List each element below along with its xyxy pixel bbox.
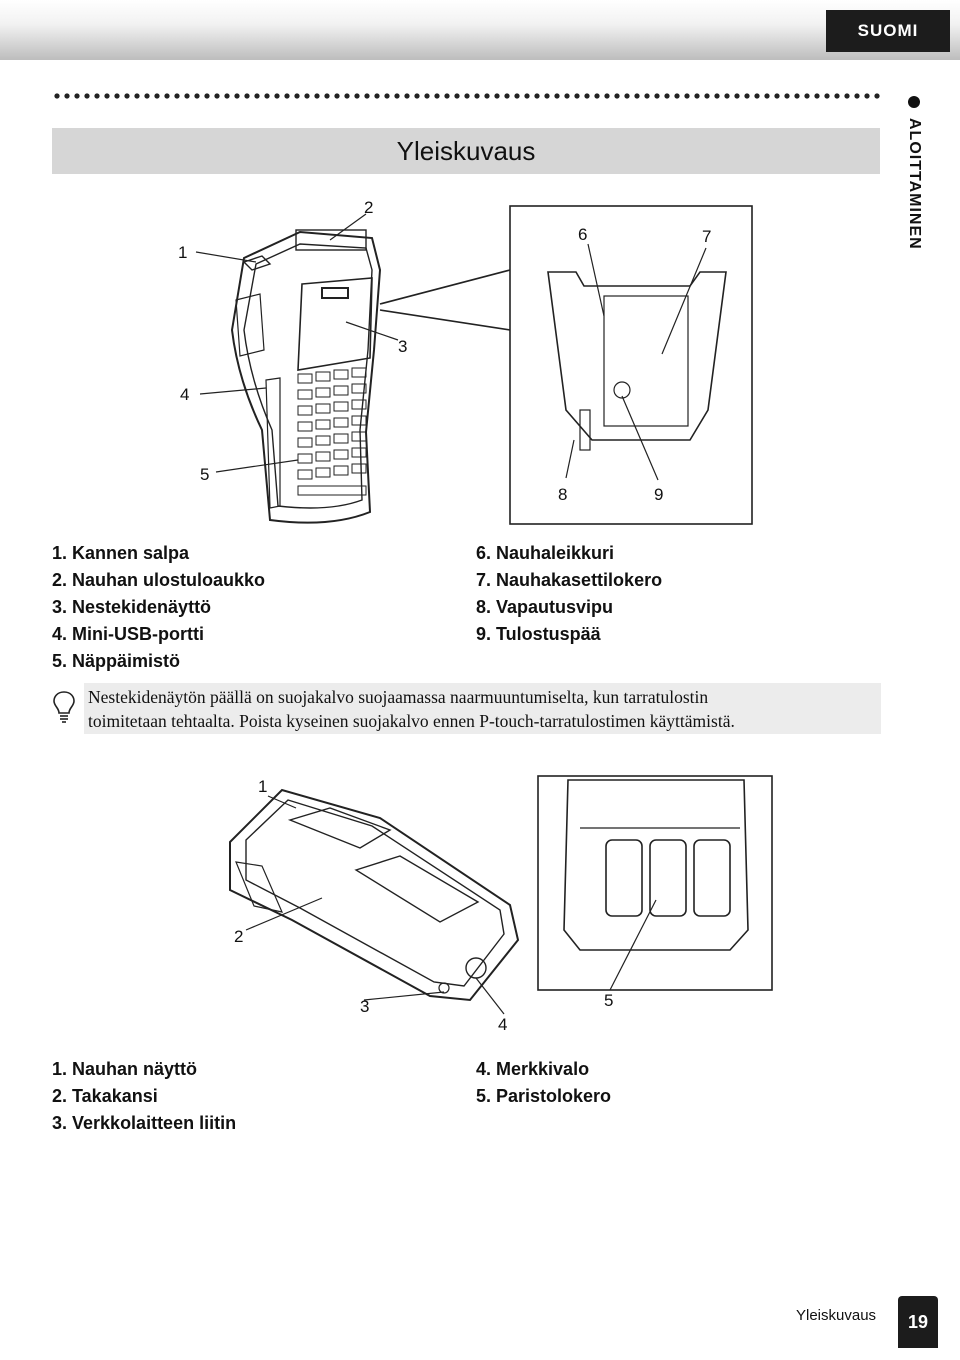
callout-8: 8 (558, 485, 567, 504)
callout-1: 1 (258, 777, 267, 796)
callout-3: 3 (398, 337, 407, 356)
list-item: 2. Takakansi (52, 1086, 158, 1106)
list-item: 9. Tulostuspää (476, 624, 601, 644)
list-item: 4. Merkkivalo (476, 1059, 590, 1079)
list-item: 4. Mini-USB-portti (52, 624, 204, 644)
header-band (0, 0, 960, 60)
list-item: 5. Paristolokero (476, 1086, 612, 1106)
callout-5: 5 (200, 465, 209, 484)
section-side-label: ALOITTAMINEN (906, 118, 923, 250)
callout-5: 5 (604, 991, 613, 1010)
bullet-icon (908, 96, 920, 108)
parts-list-left-2: 1. Nauhan näyttö 2. Takakansi 3. Verkkol… (52, 1056, 236, 1137)
parts-list-right-2: 4. Merkkivalo 5. Paristolokero (476, 1056, 611, 1110)
parts-list-left: 1. Kannen salpa 2. Nauhan ulostuloaukko … (52, 540, 265, 675)
callout-1: 1 (178, 243, 187, 262)
callout-2: 2 (364, 198, 373, 217)
callout-2: 2 (234, 927, 243, 946)
callout-4: 4 (498, 1015, 507, 1034)
note-line-2: toimitetaan tehtaalta. Poista kyseinen s… (88, 711, 735, 731)
printer-front-figure: 1 2 3 4 5 6 7 8 9 (170, 190, 770, 530)
page-title: Yleiskuvaus (52, 128, 880, 174)
callout-7: 7 (702, 227, 711, 246)
callout-4: 4 (180, 385, 189, 404)
list-item: 3. Verkkolaitteen liitin (52, 1113, 237, 1133)
list-item: 5. Näppäimistö (52, 651, 181, 671)
dotted-divider (52, 92, 882, 100)
page-number: 19 (898, 1296, 938, 1348)
language-tab: SUOMI (826, 10, 950, 52)
list-item: 3. Nestekidenäyttö (52, 597, 212, 617)
list-item: 7. Nauhakasettilokero (476, 570, 663, 590)
tip-note: Nestekidenäytön päällä on suojakalvo suo… (84, 683, 881, 734)
callout-3: 3 (360, 997, 369, 1016)
printer-back-figure: 1 2 3 4 5 (200, 770, 780, 1040)
list-item: 1. Kannen salpa (52, 543, 190, 563)
note-line-1: Nestekidenäytön päällä on suojakalvo suo… (88, 687, 709, 707)
list-item: 2. Nauhan ulostuloaukko (52, 570, 266, 590)
list-item: 1. Nauhan näyttö (52, 1059, 198, 1079)
callout-9: 9 (654, 485, 663, 504)
lightbulb-icon (52, 690, 76, 724)
footer-section: Yleiskuvaus (796, 1307, 877, 1324)
list-item: 6. Nauhaleikkuri (476, 543, 615, 563)
list-item: 8. Vapautusvipu (476, 597, 614, 617)
callout-6: 6 (578, 225, 587, 244)
parts-list-right: 6. Nauhaleikkuri 7. Nauhakasettilokero 8… (476, 540, 662, 648)
